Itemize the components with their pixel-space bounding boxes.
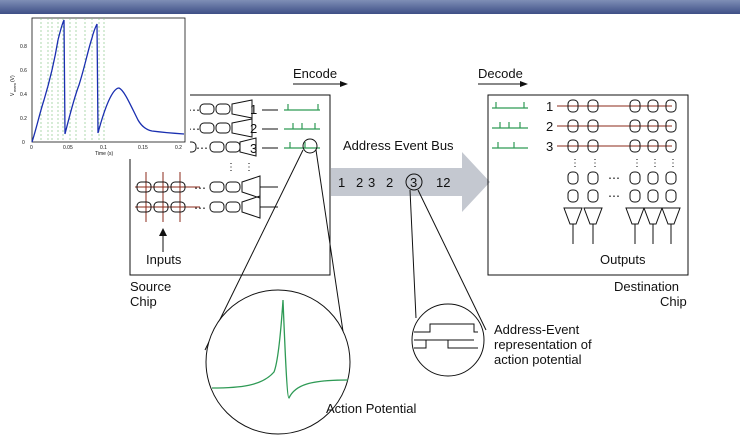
svg-text:(V): (V) bbox=[10, 75, 16, 82]
action-potential-zoom bbox=[205, 289, 351, 435]
inset-ylabel: V mem (V) bbox=[10, 75, 17, 96]
svg-text:0.1: 0.1 bbox=[100, 145, 107, 151]
inset-spike-markers bbox=[40, 18, 105, 142]
ae-label-1: Address-Event bbox=[494, 322, 580, 337]
svg-text:⋯: ⋯ bbox=[188, 122, 200, 136]
bus-event-4: 2 bbox=[386, 175, 393, 190]
svg-text:⋯: ⋯ bbox=[188, 103, 200, 117]
decoder-row-label-1: 1 bbox=[546, 99, 553, 114]
svg-text:0.15: 0.15 bbox=[138, 145, 148, 151]
svg-text:⋯: ⋯ bbox=[194, 201, 206, 215]
decoder-spikes bbox=[492, 102, 528, 149]
svg-text:0.2: 0.2 bbox=[20, 116, 27, 122]
header-bar bbox=[0, 0, 740, 14]
input-pixel-array bbox=[136, 175, 278, 219]
svg-text:⋯: ⋯ bbox=[196, 141, 208, 155]
svg-text:0.6: 0.6 bbox=[20, 68, 27, 74]
bus-event-6: 12 bbox=[436, 175, 450, 190]
svg-text:⋯: ⋯ bbox=[608, 189, 620, 203]
bus-event-5: 3 bbox=[410, 175, 417, 190]
action-potential-trace bbox=[211, 299, 349, 399]
address-event-waveform bbox=[414, 323, 478, 349]
encoder-spikes bbox=[284, 104, 320, 149]
encode-label: Encode bbox=[293, 66, 337, 81]
highlight-ring bbox=[405, 173, 423, 191]
encoder-row-2: ⋯ 2 bbox=[188, 118, 278, 138]
svg-text:⋮: ⋮ bbox=[570, 158, 580, 169]
spike-zoom-ring bbox=[302, 138, 318, 154]
svg-text:⋮: ⋮ bbox=[226, 162, 236, 173]
svg-text:0.2: 0.2 bbox=[175, 145, 182, 151]
source-label-1: Source bbox=[130, 279, 171, 294]
dest-label-2: Chip bbox=[660, 294, 687, 309]
svg-text:⋯: ⋯ bbox=[194, 181, 206, 195]
bus-label: Address Event Bus bbox=[343, 138, 454, 153]
svg-text:⋮: ⋮ bbox=[590, 158, 600, 169]
inset-voltage-trace bbox=[31, 19, 185, 143]
svg-text:⋯: ⋯ bbox=[608, 171, 620, 185]
inset-x-ticks: 0 0.05 0.1 0.15 0.2 bbox=[30, 145, 182, 151]
svg-text:⋮: ⋮ bbox=[668, 158, 678, 169]
svg-text:V: V bbox=[10, 92, 16, 96]
svg-text:0.8: 0.8 bbox=[20, 44, 27, 50]
inputs-label: Inputs bbox=[146, 252, 182, 267]
svg-text:0: 0 bbox=[22, 140, 25, 146]
outputs-label: Outputs bbox=[600, 252, 646, 267]
bus-event-2: 2 bbox=[356, 175, 363, 190]
svg-text:⋮: ⋮ bbox=[650, 158, 660, 169]
svg-text:0.05: 0.05 bbox=[63, 145, 73, 151]
bus-event-3: 3 bbox=[368, 175, 375, 190]
svg-text:⋮: ⋮ bbox=[244, 162, 254, 173]
svg-text:0: 0 bbox=[30, 145, 33, 151]
inset-xlabel: Time (s) bbox=[95, 151, 113, 157]
inset-plot-bg bbox=[0, 14, 190, 159]
inset-plot-frame bbox=[31, 17, 186, 143]
inset-y-ticks: 0 0.2 0.4 0.6 0.8 bbox=[20, 44, 27, 146]
decoder-row-label-3: 3 bbox=[546, 139, 553, 154]
encoder-row-1: ⋯ 1 bbox=[188, 99, 278, 119]
source-label-2: Chip bbox=[130, 294, 157, 309]
encoder-row-3: ⋯ 3 bbox=[181, 137, 278, 157]
decoder-pixel-array bbox=[563, 99, 681, 244]
encoder-row-label-2: 2 bbox=[250, 121, 257, 136]
svg-text:mem: mem bbox=[12, 82, 17, 92]
encoder-row-label-3: 3 bbox=[250, 141, 257, 156]
dest-label-1: Destination bbox=[614, 279, 679, 294]
bus-arrow bbox=[331, 152, 490, 212]
input-wires bbox=[135, 172, 200, 222]
svg-text:⋮: ⋮ bbox=[632, 158, 642, 169]
encoder-row-label-1: 1 bbox=[250, 102, 257, 117]
destination-chip-box bbox=[487, 94, 689, 276]
ae-label-2: representation of bbox=[494, 337, 592, 352]
ae-label-3: action potential bbox=[494, 352, 582, 367]
decode-label: Decode bbox=[478, 66, 523, 81]
source-chip-box bbox=[129, 94, 331, 276]
bus-event-1: 1 bbox=[338, 175, 345, 190]
action-potential-label: Action Potential bbox=[326, 401, 416, 416]
svg-text:0.4: 0.4 bbox=[20, 92, 27, 98]
decoder-row-label-2: 2 bbox=[546, 119, 553, 134]
decoder-wires bbox=[557, 105, 672, 147]
